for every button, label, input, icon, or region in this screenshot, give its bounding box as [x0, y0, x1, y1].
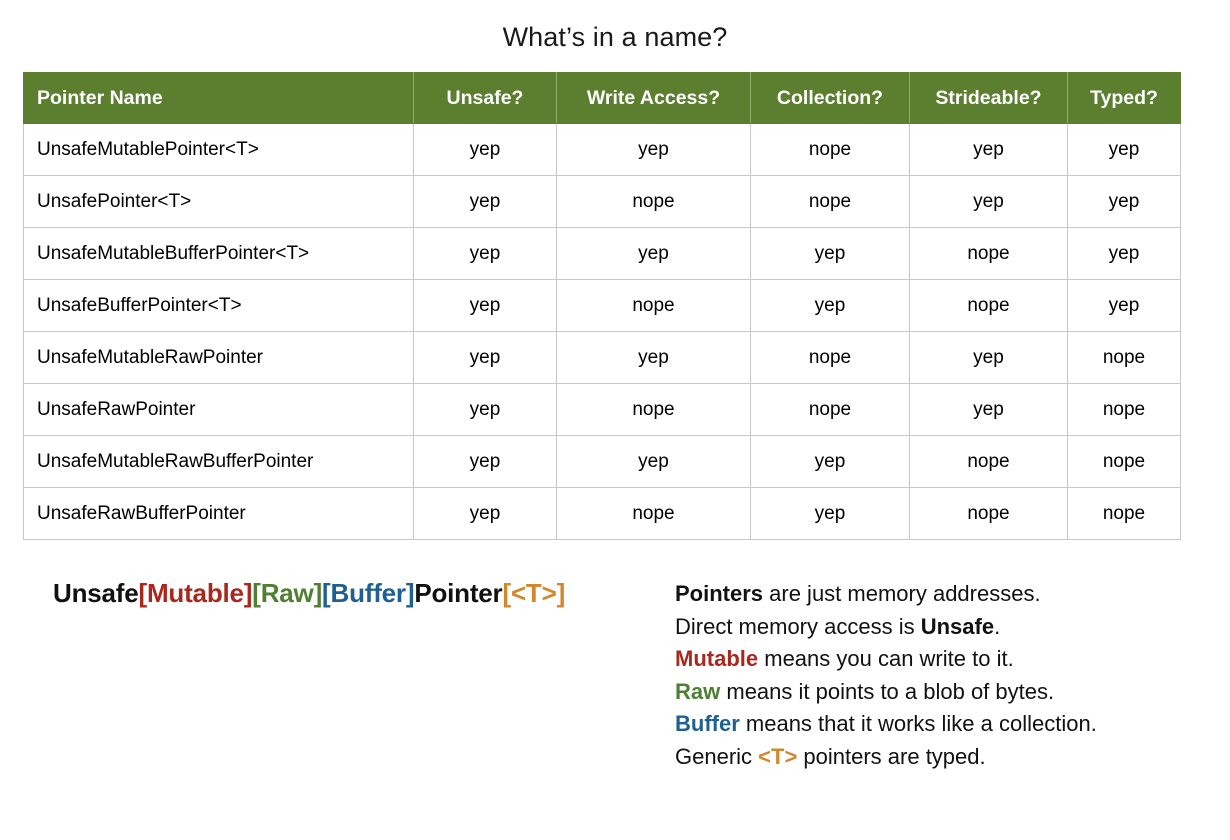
cell-collection: nope — [750, 331, 910, 384]
cell-typed: nope — [1067, 383, 1181, 436]
cell-write-access: nope — [556, 487, 751, 540]
cell-typed: nope — [1067, 487, 1181, 540]
legend-line-unsafe: Direct memory access is Unsafe. — [675, 611, 1195, 644]
legend-text-unsafe-start: Direct memory access is — [675, 613, 921, 639]
legend-line-pointers: Pointers are just memory addresses. — [675, 578, 1195, 611]
table-row: UnsafeMutableBufferPointer<T> yep yep ye… — [23, 227, 1181, 280]
column-header-unsafe[interactable]: Unsafe? — [413, 72, 557, 124]
formula-token-pointer: Pointer — [414, 578, 503, 608]
column-header-pointer-name[interactable]: Pointer Name — [23, 72, 414, 124]
table-row: UnsafeBufferPointer<T> yep nope yep nope… — [23, 279, 1181, 332]
cell-strideable: yep — [909, 383, 1068, 436]
legend-keyword-generic: <T> — [758, 743, 798, 769]
cell-unsafe: yep — [413, 331, 557, 384]
cell-unsafe: yep — [413, 487, 557, 540]
cell-unsafe: yep — [413, 279, 557, 332]
cell-pointer-name: UnsafePointer<T> — [23, 175, 414, 228]
legend-text-buffer: means that it works like a collection. — [739, 711, 1097, 736]
legend-text-generic-start: Generic — [675, 743, 759, 769]
table-row: UnsafePointer<T> yep nope nope yep yep — [23, 175, 1181, 228]
legend-keyword-pointers: Pointers — [675, 581, 764, 606]
cell-pointer-name: UnsafeRawPointer — [23, 383, 414, 436]
cell-strideable: nope — [909, 487, 1068, 540]
table-row: UnsafeRawPointer yep nope nope yep nope — [23, 383, 1181, 436]
cell-pointer-name: UnsafeMutableBufferPointer<T> — [23, 227, 414, 280]
cell-typed: nope — [1067, 331, 1181, 384]
legend-text-unsafe-end: . — [994, 613, 1001, 639]
cell-unsafe: yep — [413, 175, 557, 228]
table-row: UnsafeMutablePointer<T> yep yep nope yep… — [23, 123, 1181, 176]
cell-typed: yep — [1067, 227, 1181, 280]
cell-strideable: nope — [909, 227, 1068, 280]
legend-keyword-mutable: Mutable — [675, 646, 759, 671]
pointer-comparison-table: Pointer Name Unsafe? Write Access? Colle… — [23, 72, 1181, 540]
cell-pointer-name: UnsafeRawBufferPointer — [23, 487, 414, 540]
table-row: UnsafeRawBufferPointer yep nope yep nope… — [23, 487, 1181, 540]
table-header-row: Pointer Name Unsafe? Write Access? Colle… — [23, 72, 1181, 124]
legend-line-mutable: Mutable means you can write to it. — [675, 643, 1195, 676]
cell-strideable: yep — [909, 175, 1068, 228]
table-body: UnsafeMutablePointer<T> yep yep nope yep… — [23, 123, 1181, 540]
legend-line-generic: Generic <T> pointers are typed. — [675, 741, 1195, 774]
column-header-strideable[interactable]: Strideable? — [909, 72, 1068, 124]
cell-collection: nope — [750, 383, 910, 436]
cell-write-access: nope — [556, 383, 751, 436]
cell-pointer-name: UnsafeMutablePointer<T> — [23, 123, 414, 176]
table-row: UnsafeMutableRawPointer yep yep nope yep… — [23, 331, 1181, 384]
formula-token-buffer: [Buffer] — [322, 578, 415, 608]
legend-text-raw: means it points to a blob of bytes. — [720, 678, 1055, 704]
legend-text-generic: pointers are typed. — [797, 743, 986, 769]
column-header-typed[interactable]: Typed? — [1067, 72, 1181, 124]
legend-keyword-buffer: Buffer — [675, 711, 740, 736]
table-header: Pointer Name Unsafe? Write Access? Colle… — [23, 72, 1181, 124]
cell-pointer-name: UnsafeMutableRawBufferPointer — [23, 435, 414, 488]
cell-unsafe: yep — [413, 435, 557, 488]
cell-write-access: nope — [556, 279, 751, 332]
legend-explanation: Pointers are just memory addresses. Dire… — [675, 578, 1195, 773]
cell-collection: yep — [750, 279, 910, 332]
cell-unsafe: yep — [413, 227, 557, 280]
naming-formula: Unsafe[Mutable][Raw][Buffer]Pointer[<T>] — [53, 578, 565, 609]
formula-token-generic: [<T>] — [502, 578, 566, 608]
cell-collection: nope — [750, 175, 910, 228]
cell-typed: nope — [1067, 435, 1181, 488]
cell-strideable: nope — [909, 435, 1068, 488]
legend-text-pointers: are just memory addresses. — [763, 581, 1041, 606]
formula-token-mutable: [Mutable] — [138, 578, 253, 608]
cell-collection: yep — [750, 227, 910, 280]
cell-write-access: yep — [556, 435, 751, 488]
formula-token-unsafe: Unsafe — [53, 578, 139, 608]
cell-collection: nope — [750, 123, 910, 176]
legend-line-buffer: Buffer means that it works like a collec… — [675, 708, 1195, 741]
page-title: What’s in a name? — [502, 22, 728, 52]
column-header-collection[interactable]: Collection? — [750, 72, 910, 124]
cell-strideable: yep — [909, 331, 1068, 384]
cell-strideable: yep — [909, 123, 1068, 176]
cell-write-access: yep — [556, 123, 751, 176]
legend-keyword-unsafe: Unsafe — [920, 613, 995, 639]
pointer-table-container: Pointer Name Unsafe? Write Access? Colle… — [23, 72, 1181, 540]
cell-unsafe: yep — [413, 123, 557, 176]
cell-strideable: nope — [909, 279, 1068, 332]
legend-keyword-raw: Raw — [675, 678, 721, 704]
cell-typed: yep — [1067, 123, 1181, 176]
cell-write-access: yep — [556, 227, 751, 280]
cell-write-access: yep — [556, 331, 751, 384]
cell-pointer-name: UnsafeBufferPointer<T> — [23, 279, 414, 332]
cell-typed: yep — [1067, 279, 1181, 332]
cell-unsafe: yep — [413, 383, 557, 436]
cell-pointer-name: UnsafeMutableRawPointer — [23, 331, 414, 384]
cell-typed: yep — [1067, 175, 1181, 228]
legend-line-raw: Raw means it points to a blob of bytes. — [675, 676, 1195, 709]
legend-text-mutable: means you can write to it. — [758, 646, 1014, 671]
formula-token-raw: [Raw] — [252, 578, 323, 608]
column-header-write-access[interactable]: Write Access? — [556, 72, 751, 124]
cell-collection: yep — [750, 435, 910, 488]
table-row: UnsafeMutableRawBufferPointer yep yep ye… — [23, 435, 1181, 488]
cell-collection: yep — [750, 487, 910, 540]
cell-write-access: nope — [556, 175, 751, 228]
